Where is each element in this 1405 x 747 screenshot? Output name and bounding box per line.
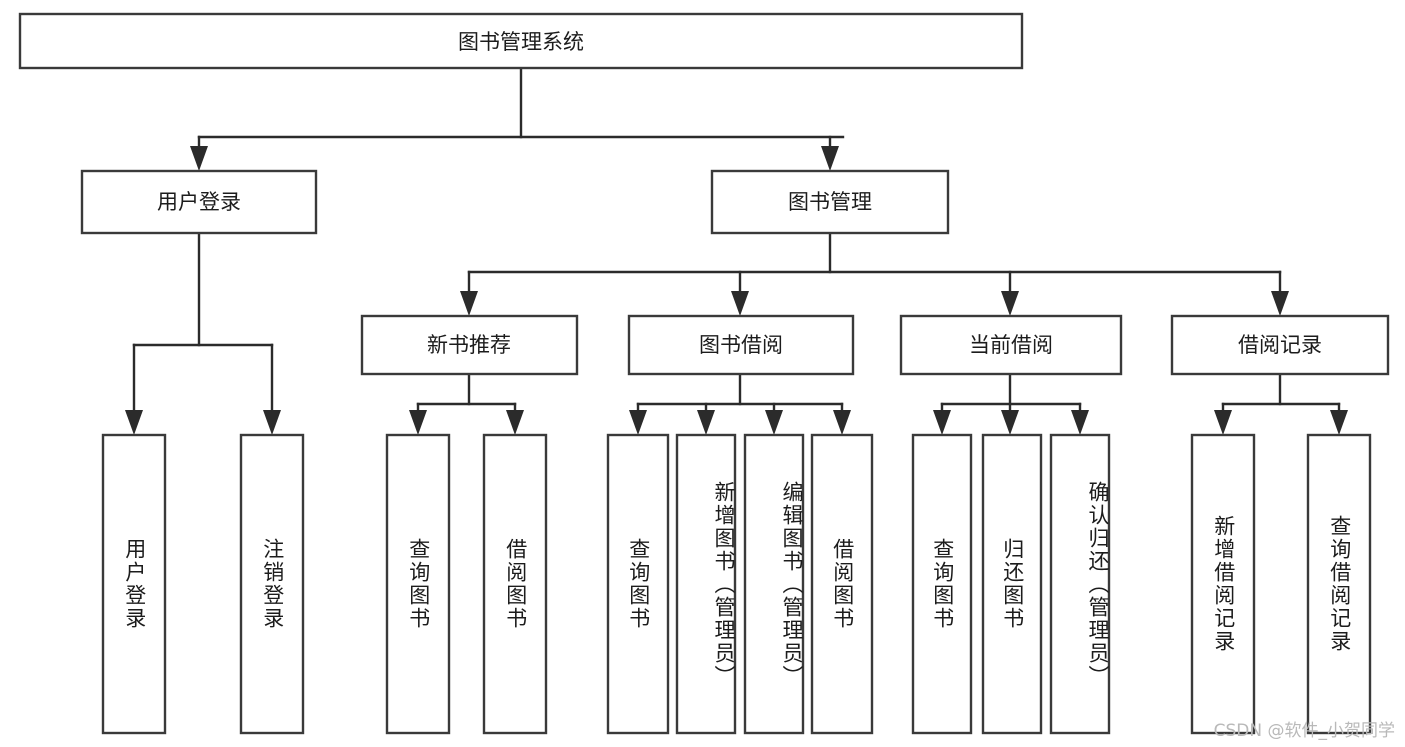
node-leaf-borrow-book-1-box[interactable] [482,433,548,735]
node-new-book-rec-box[interactable] [360,314,579,376]
arrow-head-leaf-add-record [1214,410,1232,435]
node-leaf-add-record-box[interactable] [1190,433,1256,735]
arrow-head-to-current-borrow [1001,291,1019,316]
connector-group-book-borrow-to-leaves [629,372,851,435]
arrow-head-to-book-borrow [731,291,749,316]
connector-group-borrow-record-to-leaves [1214,372,1348,435]
node-root-label: 图书管理系统 [458,30,584,54]
node-leaf-user-logout-box[interactable] [239,433,305,735]
node-leaf-query-book-2-box[interactable] [606,433,670,735]
arrow-head-leaf-add-book [697,410,715,435]
arrow-head-leaf-return-book [1001,410,1019,435]
connector-group-root-to-level2 [190,66,845,171]
arrow-head-to-user-login [190,146,208,171]
arrow-head-to-new-book-rec [460,291,478,316]
arrow-head-leaf-query-book-2 [629,410,647,435]
node-book-manage-box[interactable] [710,169,950,235]
arrow-head-to-book-manage [821,146,839,171]
node-current-borrow-label: 当前借阅 [969,333,1053,357]
arrow-head-leaf-confirm-return [1071,410,1089,435]
node-new-book-rec-label: 新书推荐 [427,333,511,357]
node-leaf-query-book-3-box[interactable] [911,433,973,735]
arrow-head-leaf-edit-book [765,410,783,435]
node-leaf-query-book-1-box[interactable] [385,433,451,735]
node-leaf-add-book-box[interactable] [675,433,737,735]
arrow-head-leaf-query-record [1330,410,1348,435]
arrow-head-leaf-borrow-book-2 [833,410,851,435]
node-leaf-user-login-box[interactable] [101,433,167,735]
node-leaf-borrow-book-2-box[interactable] [810,433,874,735]
arrow-head-leaf-user-login [125,410,143,435]
node-current-borrow-box[interactable] [899,314,1123,376]
watermark-text: CSDN @软件_小贺同学 [1213,721,1395,741]
node-borrow-record-box[interactable] [1170,314,1390,376]
node-book-borrow-box[interactable] [627,314,855,376]
node-borrow-record-label: 借阅记录 [1238,333,1322,357]
node-leaf-query-record-box[interactable] [1306,433,1372,735]
arrow-head-leaf-user-logout [263,410,281,435]
node-root-box[interactable] [18,12,1024,70]
arrow-head-leaf-query-book-1 [409,410,427,435]
node-book-manage-label: 图书管理 [788,190,872,214]
arrow-head-leaf-query-book-3 [933,410,951,435]
connector-group-new-book-rec-to-leaves [409,372,524,435]
arrow-head-leaf-borrow-book-1 [506,410,524,435]
node-leaf-edit-book-box[interactable] [743,433,805,735]
node-user-login-label: 用户登录 [157,190,241,214]
connector-group-user-login-to-leaves [125,231,281,435]
connector-group-book-manage-to-level3 [460,231,1289,316]
arrow-head-to-borrow-record [1271,291,1289,316]
node-leaf-return-book-box[interactable] [981,433,1043,735]
connector-group-current-borrow-to-leaves [933,372,1089,435]
node-leaf-confirm-return-box[interactable] [1049,433,1111,735]
node-user-login-box[interactable] [80,169,318,235]
node-book-borrow-label: 图书借阅 [699,333,783,357]
